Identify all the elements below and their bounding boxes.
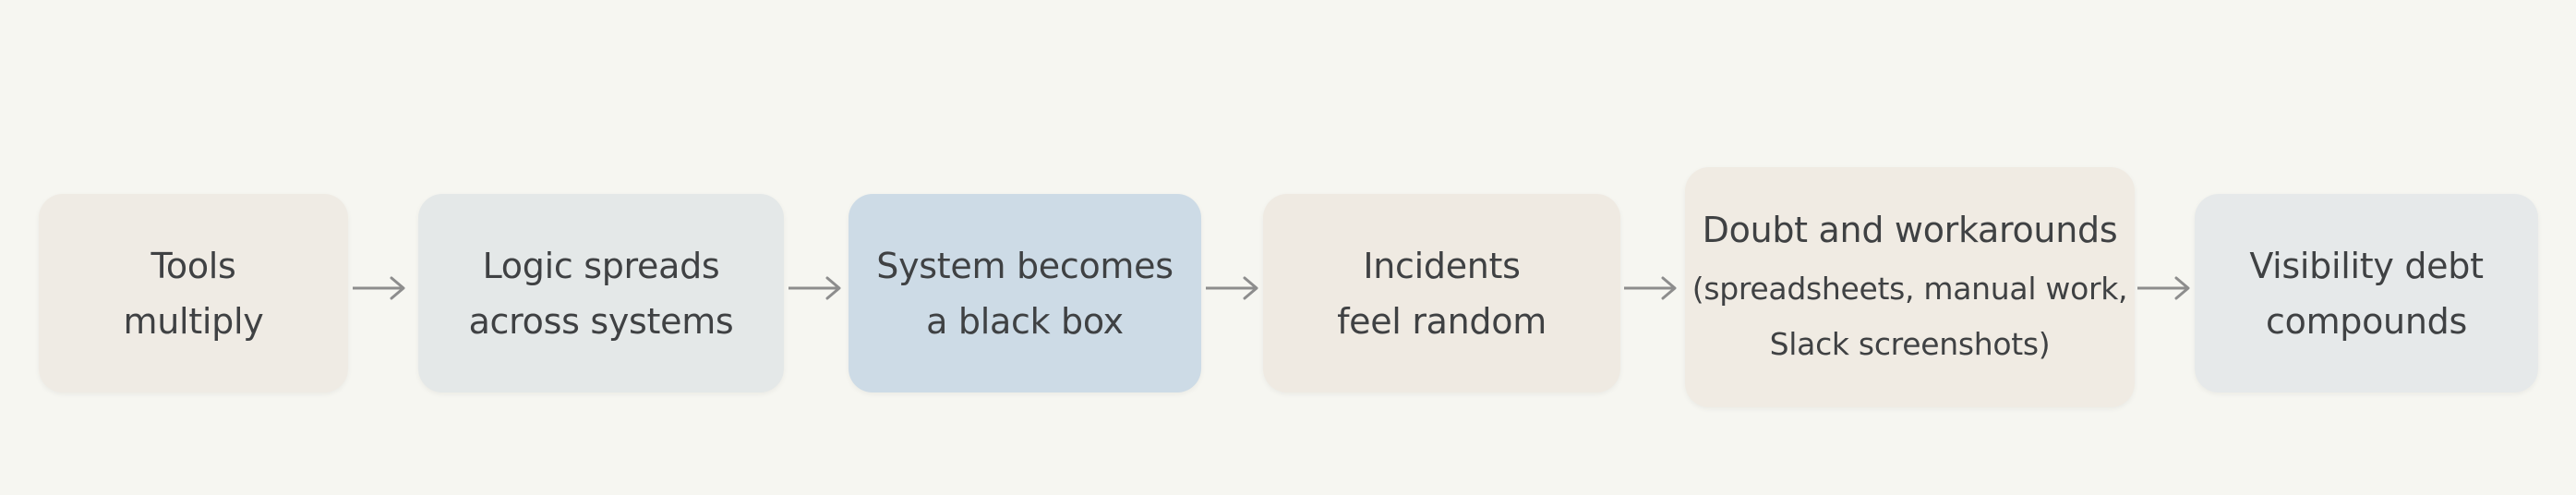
arrow-icon <box>353 276 405 300</box>
node-visibility-debt: Visibility debt compounds <box>2195 194 2538 392</box>
node-label: Logic spreads across systems <box>468 245 734 342</box>
node-label: Incidents feel random <box>1337 245 1547 342</box>
node-label: Visibility debt compounds <box>2249 245 2484 342</box>
node-incidents-random: Incidents feel random <box>1263 194 1620 392</box>
arrow-icon <box>1206 276 1258 300</box>
arrow-icon <box>788 276 841 300</box>
arrow-icon <box>2137 276 2190 300</box>
node-label: System becomes a black box <box>876 245 1174 342</box>
node-tools-multiply: Tools multiply <box>39 194 348 392</box>
node-sublabel: (spreadsheets, manual work, Slack screen… <box>1691 271 2128 362</box>
arrow-icon <box>1624 276 1677 300</box>
node-doubt-workarounds: Doubt and workarounds (spreadsheets, man… <box>1685 167 2135 407</box>
node-label: Doubt and workarounds <box>1702 210 2118 250</box>
node-logic-spreads: Logic spreads across systems <box>418 194 784 392</box>
node-black-box: System becomes a black box <box>849 194 1201 392</box>
node-label: Tools multiply <box>123 245 264 342</box>
